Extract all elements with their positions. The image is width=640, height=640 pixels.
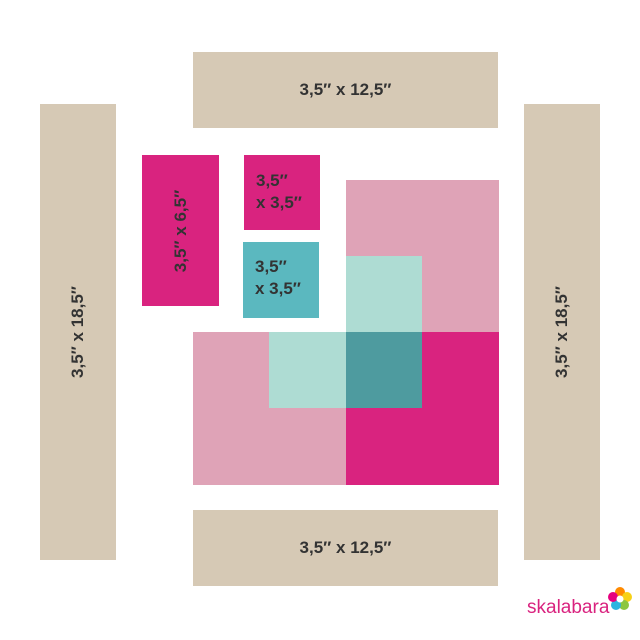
magenta-square-label-line1: 3,5″ [256, 171, 288, 190]
top-border-label: 3,5″ x 12,5″ [299, 80, 392, 99]
teal-square-label-line1: 3,5″ [255, 257, 287, 276]
quilt-cell-magenta [422, 332, 499, 409]
quilt-cell-dark-teal [346, 332, 423, 409]
logo-text: skalabara [527, 597, 610, 618]
teal-square-label-line2: x 3,5″ [255, 279, 301, 298]
quilt-cell-light-pink [193, 408, 270, 485]
tall-magenta-piece: 3,5″ x 6,5″ [142, 155, 219, 306]
flower-icon [608, 587, 632, 610]
left-border-strip: 3,5″ x 18,5″ [40, 104, 116, 560]
right-border-label: 3,5″ x 18,5″ [552, 286, 571, 378]
bottom-border-label: 3,5″ x 12,5″ [299, 538, 392, 557]
quilt-cell-mint [269, 332, 347, 409]
quilt-cell-magenta [346, 408, 423, 485]
quilt-cell-light-pink [346, 180, 423, 257]
quilt-cell-light-pink [269, 408, 347, 485]
right-border-strip: 3,5″ x 18,5″ [524, 104, 600, 560]
quilt-cell-light-pink [193, 332, 270, 409]
bottom-border-strip: 3,5″ x 12,5″ [193, 510, 498, 586]
teal-square-piece: 3,5″ x 3,5″ [243, 242, 319, 318]
magenta-square-label-line2: x 3,5″ [256, 193, 302, 212]
quilt-cell-mint [346, 256, 423, 333]
left-border-label: 3,5″ x 18,5″ [68, 286, 87, 378]
magenta-square-piece: 3,5″ x 3,5″ [244, 155, 320, 230]
quilt-cell-light-pink [422, 180, 499, 257]
top-border-strip: 3,5″ x 12,5″ [193, 52, 498, 128]
quilt-cell-magenta [422, 408, 499, 485]
tall-magenta-label: 3,5″ x 6,5″ [170, 189, 190, 272]
quilt-cell-light-pink [422, 256, 499, 333]
